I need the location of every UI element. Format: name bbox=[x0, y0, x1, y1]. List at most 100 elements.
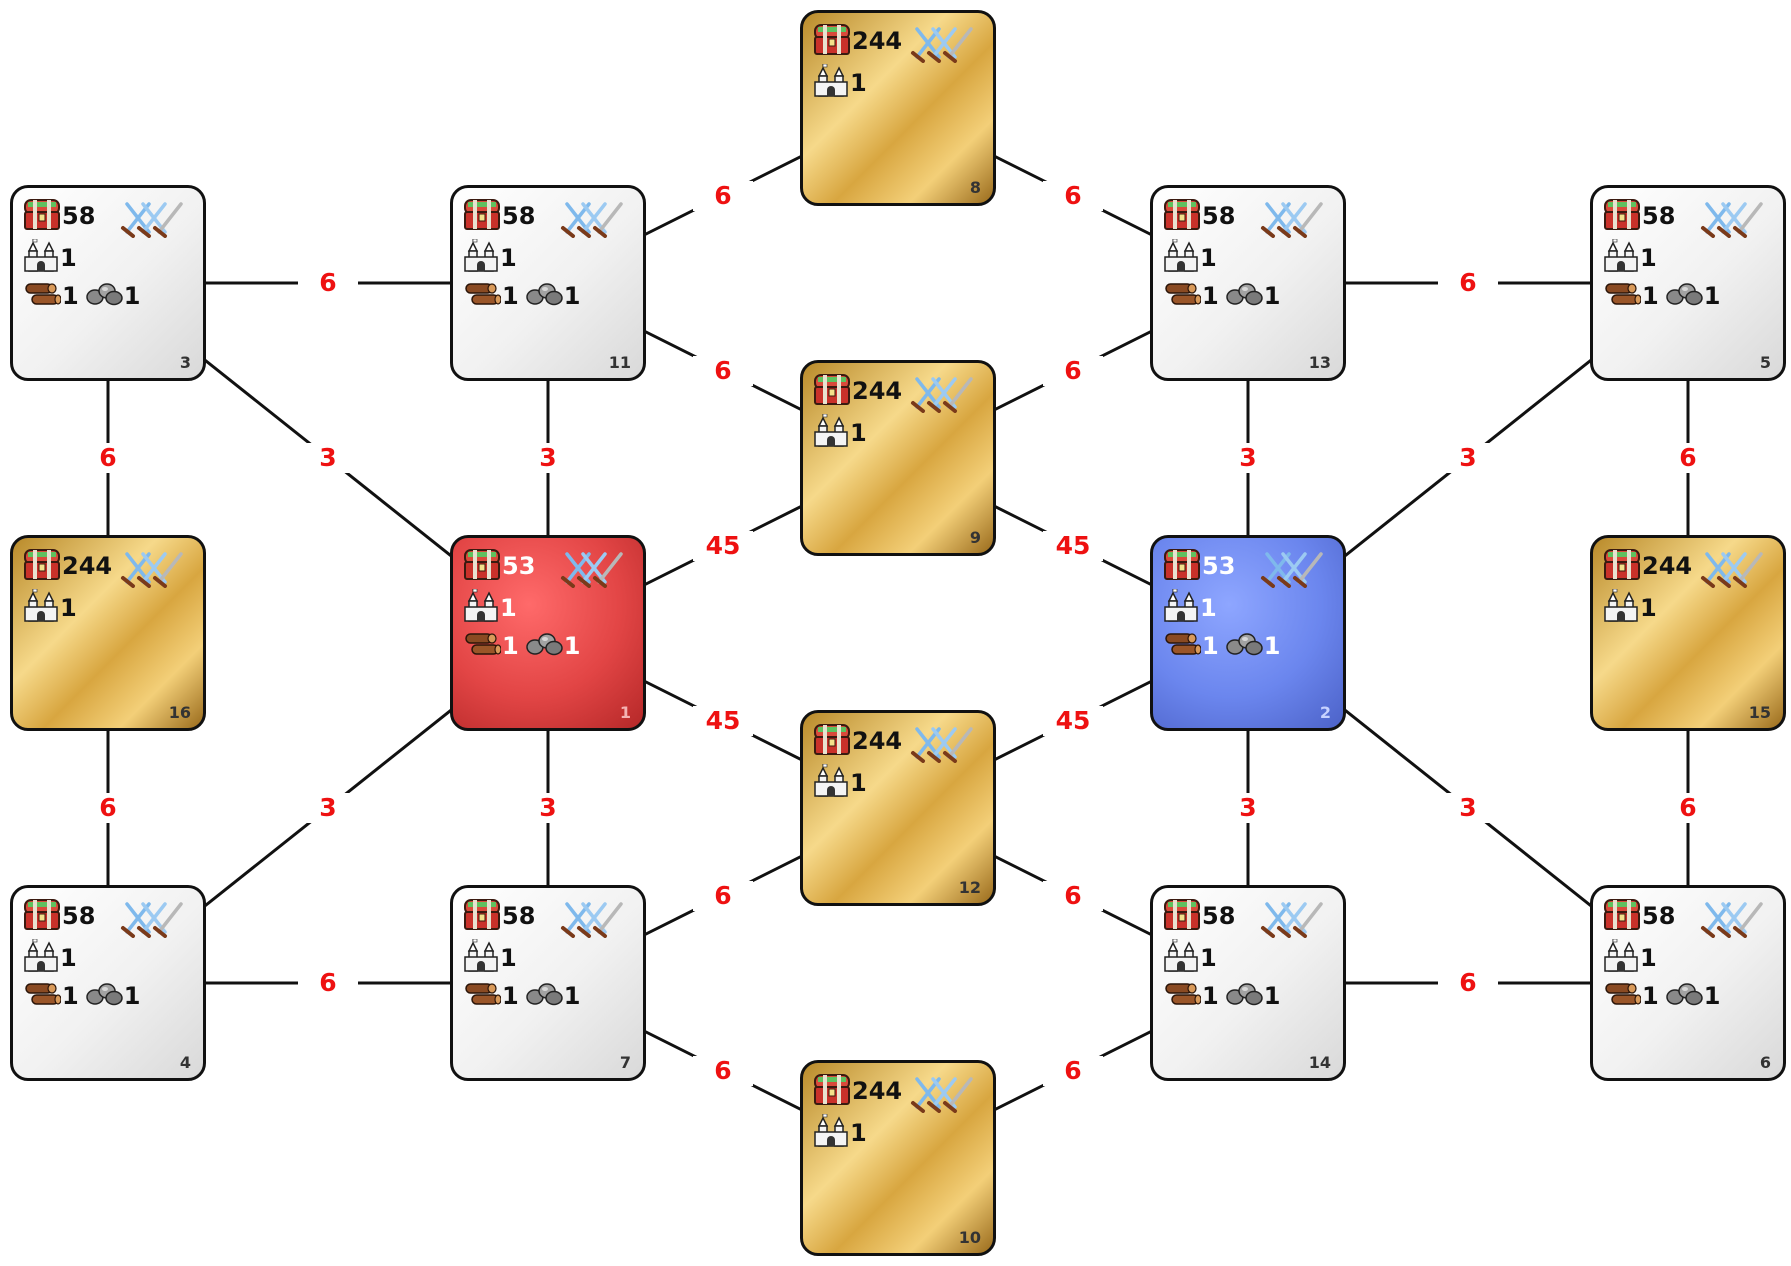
crossed-swords-icon[interactable] bbox=[119, 898, 185, 942]
node-id-label: 2 bbox=[1319, 703, 1331, 722]
stone-value: 1 bbox=[1263, 632, 1281, 660]
crossed-swords-icon[interactable] bbox=[559, 898, 625, 942]
castle-row: 1 bbox=[1163, 238, 1223, 278]
castle-row: 1 bbox=[463, 238, 523, 278]
edge-weight-label: 6 bbox=[693, 880, 753, 911]
gold-value: 53 bbox=[502, 552, 536, 580]
castle-row: 1 bbox=[1163, 588, 1223, 628]
edge-weight-label: 45 bbox=[1043, 530, 1103, 561]
gold-row: 58 bbox=[23, 896, 101, 936]
wood-value: 1 bbox=[62, 982, 79, 1010]
crossed-swords-icon[interactable] bbox=[559, 548, 625, 592]
castle-icon bbox=[1603, 588, 1639, 627]
treasure-chest-icon bbox=[1603, 897, 1641, 935]
wood-logs-icon bbox=[1163, 280, 1202, 312]
crossed-swords-icon[interactable] bbox=[1259, 198, 1325, 242]
castle-icon bbox=[463, 238, 499, 277]
node-id-label: 1 bbox=[619, 703, 631, 722]
crossed-swords-icon[interactable] bbox=[1699, 898, 1765, 942]
castle-row: 1 bbox=[463, 938, 523, 978]
crossed-swords-icon[interactable] bbox=[909, 373, 975, 417]
stone-value: 1 bbox=[123, 282, 141, 310]
gold-row: 58 bbox=[463, 196, 541, 236]
crossed-swords-icon[interactable] bbox=[559, 198, 625, 242]
gold-row: 58 bbox=[23, 196, 101, 236]
castle-icon bbox=[1163, 238, 1199, 277]
node-id-label: 8 bbox=[969, 178, 981, 197]
treasure-chest-icon bbox=[1163, 547, 1201, 585]
crossed-swords-icon[interactable] bbox=[119, 198, 185, 242]
crossed-swords-icon[interactable] bbox=[1699, 548, 1765, 592]
gold-value: 244 bbox=[852, 27, 903, 55]
wood-logs-icon bbox=[1163, 630, 1202, 662]
crossed-swords-icon[interactable] bbox=[909, 1073, 975, 1117]
node-id-label: 15 bbox=[1748, 703, 1771, 722]
gold-value: 58 bbox=[1202, 202, 1236, 230]
edge-weight-label: 3 bbox=[1438, 793, 1498, 823]
edge-weight-label: 3 bbox=[1218, 793, 1278, 823]
node-id-label: 6 bbox=[1759, 1053, 1771, 1072]
castle-value: 1 bbox=[60, 594, 77, 622]
treasure-chest-icon bbox=[1603, 547, 1641, 585]
castle-value: 1 bbox=[1200, 244, 1217, 272]
stone-icon bbox=[525, 981, 563, 1011]
castle-value: 1 bbox=[500, 594, 517, 622]
castle-icon bbox=[1163, 588, 1199, 627]
castle-value: 1 bbox=[1640, 594, 1657, 622]
wood-logs-icon bbox=[1603, 280, 1642, 312]
edge-weight-label: 6 bbox=[693, 180, 753, 211]
crossed-swords-icon[interactable] bbox=[1259, 898, 1325, 942]
gold-row: 244 bbox=[813, 1071, 908, 1111]
edge-weight-label: 6 bbox=[298, 968, 358, 998]
gold-value: 58 bbox=[1202, 902, 1236, 930]
wood-logs-icon bbox=[1163, 980, 1202, 1012]
gold-value: 244 bbox=[852, 727, 903, 755]
gold-row: 58 bbox=[463, 896, 541, 936]
treasure-chest-icon bbox=[1603, 197, 1641, 235]
crossed-swords-icon[interactable] bbox=[1699, 198, 1765, 242]
treasure-chest-icon bbox=[1163, 197, 1201, 235]
stone-value: 1 bbox=[123, 982, 141, 1010]
crossed-swords-icon[interactable] bbox=[909, 723, 975, 767]
edge-weight-label: 6 bbox=[1043, 1055, 1103, 1086]
edge-weight-label: 45 bbox=[693, 705, 753, 736]
crossed-swords-icon[interactable] bbox=[1259, 548, 1325, 592]
wood-value: 1 bbox=[1642, 982, 1659, 1010]
wood-value: 1 bbox=[502, 632, 519, 660]
treasure-chest-icon bbox=[813, 722, 851, 760]
node-id-label: 13 bbox=[1308, 353, 1331, 372]
castle-value: 1 bbox=[850, 1119, 867, 1147]
edge-weight-label: 6 bbox=[693, 355, 753, 386]
edge-weight-label: 6 bbox=[693, 1055, 753, 1086]
castle-icon bbox=[463, 588, 499, 627]
crossed-swords-icon[interactable] bbox=[909, 23, 975, 67]
gold-row: 58 bbox=[1603, 896, 1681, 936]
gold-row: 53 bbox=[1163, 546, 1241, 586]
castle-row: 1 bbox=[463, 588, 523, 628]
crossed-swords-icon[interactable] bbox=[119, 548, 185, 592]
treasure-chest-icon bbox=[23, 547, 61, 585]
